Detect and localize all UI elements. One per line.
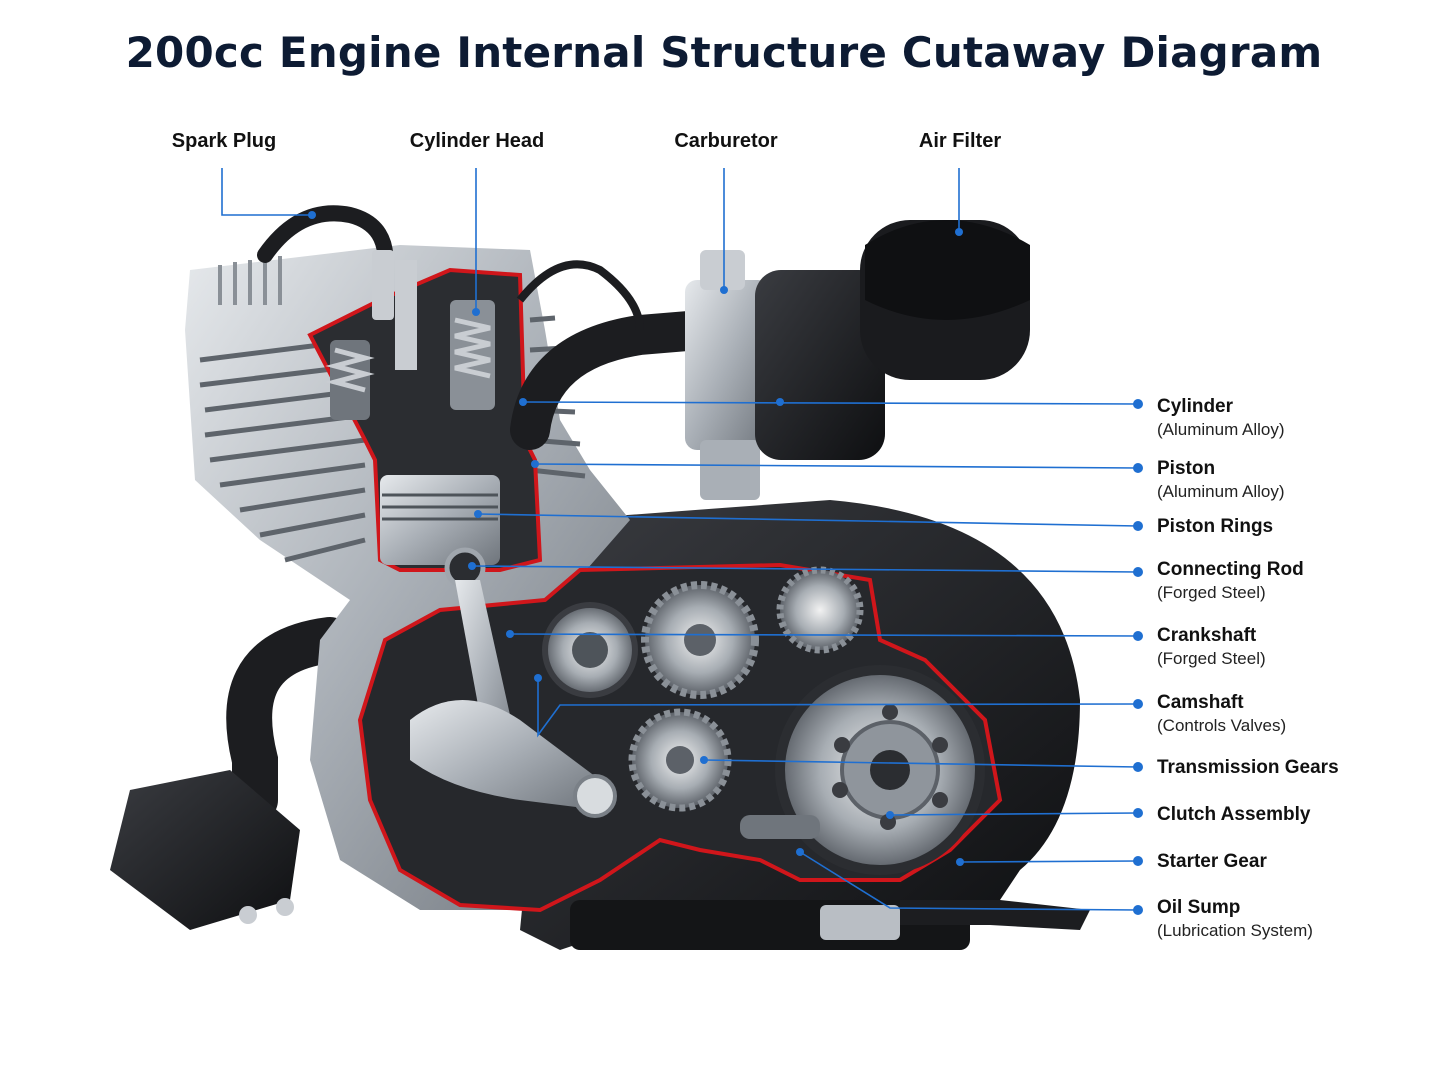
cylinder-cutaway xyxy=(307,260,543,589)
label-camshaft-sub: (Controls Valves) xyxy=(1157,716,1287,735)
leader-connecting-rod xyxy=(471,565,1139,573)
label-connecting-rod-title: Connecting Rod xyxy=(1157,559,1304,580)
label-crankshaft-title: Crankshaft xyxy=(1157,625,1257,646)
intake-system xyxy=(510,220,1030,500)
leader-dots xyxy=(308,211,1143,915)
label-camshaft-title: Camshaft xyxy=(1157,692,1244,713)
leader-cylinder xyxy=(522,401,1139,405)
label-cylinder-sub: (Aluminum Alloy) xyxy=(1157,420,1285,439)
leader-camshaft xyxy=(537,678,1139,738)
label-oil-sump-title: Oil Sump xyxy=(1157,897,1241,918)
label-piston-title: Piston xyxy=(1157,458,1216,479)
leader-crankshaft xyxy=(509,633,1139,637)
leader-lines xyxy=(221,168,1139,911)
label-clutch-assembly: Clutch Assembly xyxy=(1157,803,1310,827)
label-piston: Piston (Aluminum Alloy) xyxy=(1157,457,1285,503)
label-piston-rings-title: Piston Rings xyxy=(1157,516,1274,537)
label-crankshaft: Crankshaft (Forged Steel) xyxy=(1157,624,1266,670)
spark-plug-wire xyxy=(257,205,394,320)
label-starter-gear-title: Starter Gear xyxy=(1157,851,1267,872)
label-transmission-gears-title: Transmission Gears xyxy=(1157,757,1339,778)
page-title: 200cc Engine Internal Structure Cutaway … xyxy=(125,28,1323,77)
label-camshaft: Camshaft (Controls Valves) xyxy=(1157,691,1286,737)
label-cylinder-head: Cylinder Head xyxy=(409,130,545,152)
label-cylinder-title: Cylinder xyxy=(1157,396,1234,417)
label-oil-sump-sub: (Lubrication System) xyxy=(1157,921,1313,940)
label-connecting-rod-sub: (Forged Steel) xyxy=(1157,583,1266,602)
leader-clutch-assembly xyxy=(889,812,1139,816)
label-piston-sub: (Aluminum Alloy) xyxy=(1157,482,1285,501)
leader-piston-rings xyxy=(477,513,1139,527)
label-transmission-gears: Transmission Gears xyxy=(1157,756,1339,780)
leader-oil-sump xyxy=(799,851,1139,911)
leader-transmission-gears xyxy=(703,759,1139,768)
label-starter-gear: Starter Gear xyxy=(1157,850,1267,874)
label-clutch-assembly-title: Clutch Assembly xyxy=(1157,804,1311,825)
crankcase-cutaway xyxy=(357,562,1003,913)
label-piston-rings: Piston Rings xyxy=(1157,515,1273,539)
label-air-filter: Air Filter xyxy=(918,130,1002,152)
kick-starter xyxy=(820,900,1090,940)
leader-starter-gear xyxy=(959,860,1139,863)
label-crankshaft-sub: (Forged Steel) xyxy=(1157,649,1266,668)
label-oil-sump: Oil Sump (Lubrication System) xyxy=(1157,896,1313,942)
label-spark-plug: Spark Plug xyxy=(171,130,277,152)
label-connecting-rod: Connecting Rod (Forged Steel) xyxy=(1157,558,1304,604)
label-carburetor: Carburetor xyxy=(674,130,778,152)
exhaust-pipe xyxy=(110,617,353,930)
leader-spark-plug xyxy=(221,168,312,216)
leader-piston xyxy=(534,463,1139,469)
label-cylinder: Cylinder (Aluminum Alloy) xyxy=(1157,395,1285,441)
